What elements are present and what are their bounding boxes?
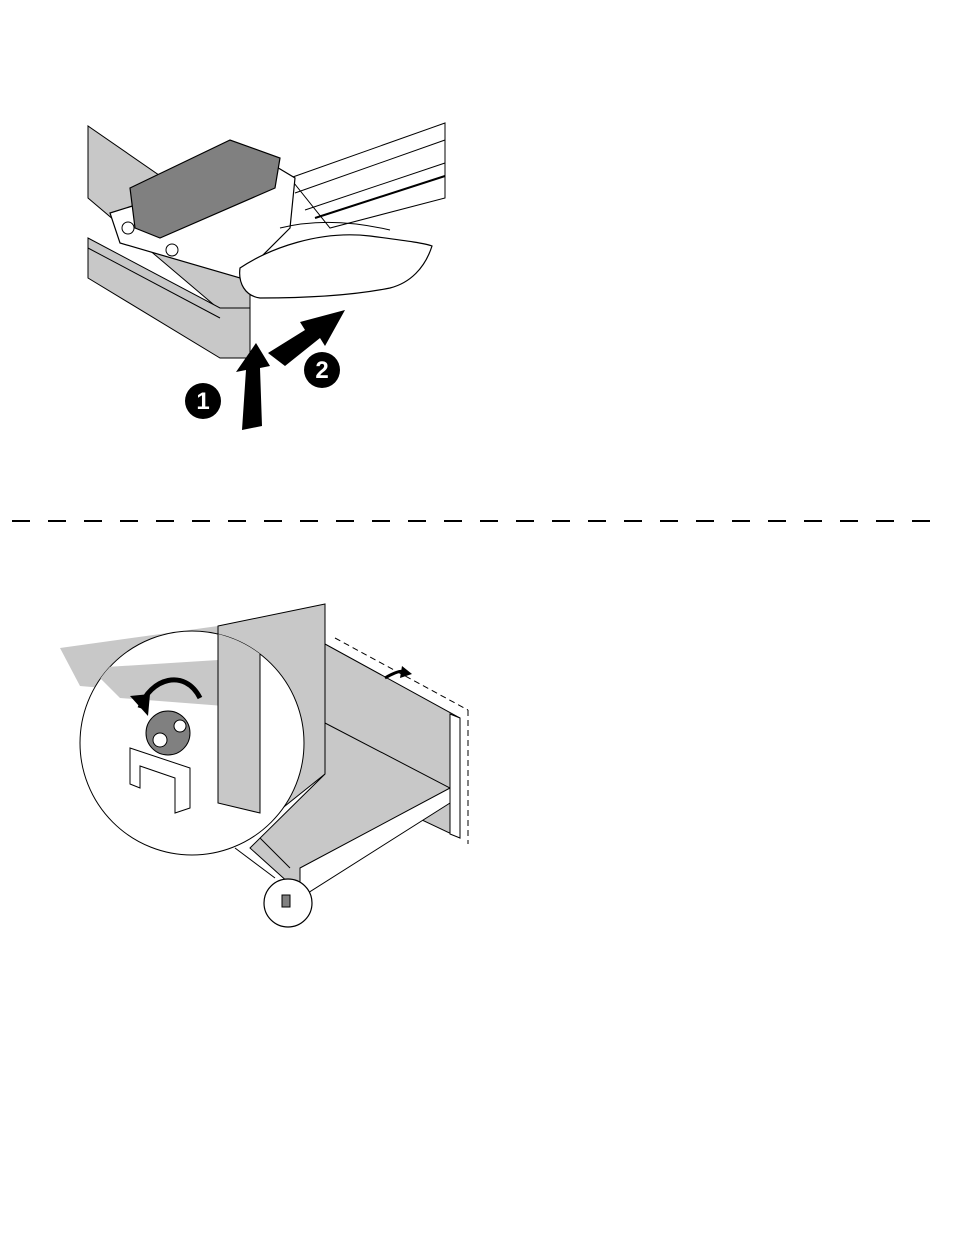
step-1-label: 1 [196,388,209,415]
screw-icon [166,244,178,256]
step-badge-1: 1 [185,383,221,419]
step-badge-2: 2 [304,352,340,388]
clip-release-illustration: 1 2 [80,118,450,438]
section-separator [12,520,942,522]
cam-adjuster [146,711,190,755]
front-adjustment-illustration [50,598,480,938]
slide-rail [290,123,445,228]
screw-icon [122,222,134,234]
figure-clip-release: 1 2 [80,118,450,438]
figure-front-adjustment [50,598,480,938]
step-2-label: 2 [315,357,328,384]
